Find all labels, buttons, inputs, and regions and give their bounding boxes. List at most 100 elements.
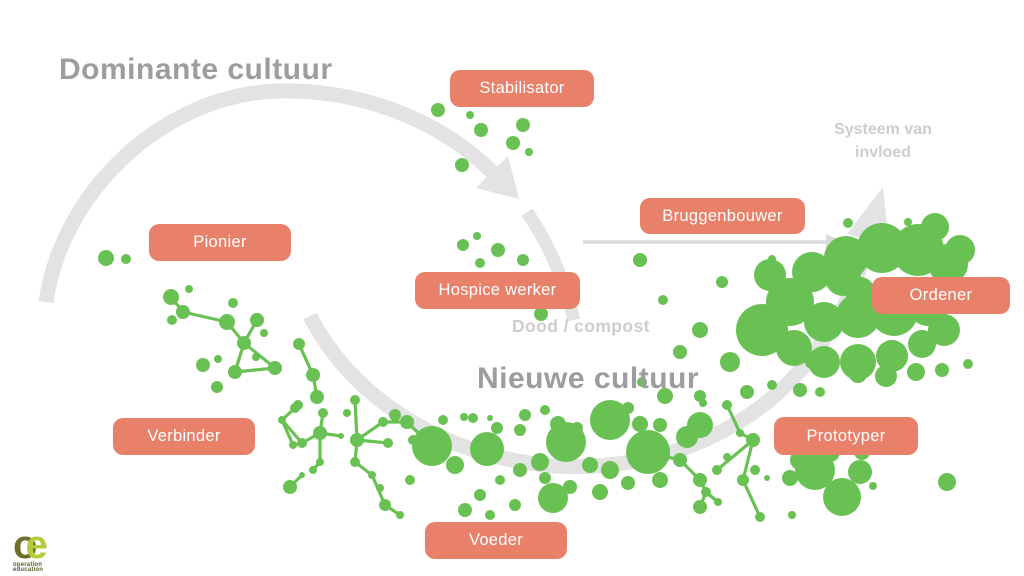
network-dot — [849, 365, 867, 383]
network-dot — [693, 500, 707, 514]
operation-education-logo: oe operation education — [13, 525, 48, 573]
network-dot — [473, 232, 481, 240]
network-dot — [290, 403, 300, 413]
network-dot — [293, 338, 305, 350]
network-dot — [460, 413, 468, 421]
network-dot — [550, 416, 566, 432]
network-dot — [803, 272, 823, 292]
network-dot — [98, 250, 114, 266]
network-dot — [525, 148, 533, 156]
network-dot — [378, 417, 388, 427]
role-pill-prototyper: Prototyper — [774, 417, 918, 455]
network-dot — [737, 474, 749, 486]
network-dot — [963, 359, 973, 369]
network-dot — [740, 385, 754, 399]
network-dot — [250, 313, 264, 327]
network-dot — [750, 465, 760, 475]
network-dot — [848, 460, 872, 484]
network-dot — [455, 158, 469, 172]
role-pill-pionier: Pionier — [149, 224, 291, 261]
logo-caption: operation education — [13, 562, 44, 573]
role-pill-label: Hospice werker — [438, 281, 557, 299]
network-dot — [621, 476, 635, 490]
network-dot — [945, 235, 975, 265]
role-pill-label: Prototyper — [806, 426, 886, 445]
network-dot — [379, 499, 391, 511]
network-dot — [338, 433, 344, 439]
network-dot — [804, 302, 844, 342]
network-dot — [176, 305, 190, 319]
dominant-culture-title: Dominante cultuur — [59, 53, 333, 86]
network-dot — [491, 422, 503, 434]
network-dot — [383, 438, 393, 448]
network-edge — [280, 418, 304, 445]
network-dot — [458, 503, 472, 517]
network-dot — [840, 344, 876, 380]
network-dot — [514, 424, 526, 436]
network-dot — [762, 320, 772, 330]
network-dot — [299, 472, 305, 478]
role-pill-label: Verbinder — [147, 427, 221, 445]
network-dot — [412, 426, 452, 466]
network-dot — [260, 329, 268, 337]
network-dot — [652, 472, 668, 488]
network-edge — [725, 404, 742, 434]
network-dot — [485, 510, 495, 520]
network-dot — [431, 103, 445, 117]
network-dot — [252, 353, 260, 361]
network-dot — [887, 233, 907, 253]
network-dot — [313, 426, 327, 440]
network-dot — [211, 381, 223, 393]
network-dot — [506, 136, 520, 150]
network-dot — [509, 499, 521, 511]
network-dot — [790, 450, 810, 470]
network-dot — [368, 471, 376, 479]
network-dot — [531, 453, 549, 471]
network-dot — [692, 322, 708, 338]
network-dot — [297, 438, 307, 448]
network-dots — [98, 103, 975, 522]
network-dot — [788, 511, 796, 519]
network-dot — [722, 400, 732, 410]
network-dot — [376, 484, 384, 492]
network-dot — [869, 482, 877, 490]
network-dot — [637, 377, 647, 387]
network-dot — [389, 409, 401, 421]
network-dot — [318, 408, 328, 418]
network-dot — [622, 402, 634, 414]
network-dot — [592, 484, 608, 500]
network-dot — [405, 475, 415, 485]
network-dot — [875, 365, 897, 387]
network-dot — [845, 260, 859, 274]
network-dot — [673, 345, 687, 359]
network-dot — [283, 480, 297, 494]
network-dot — [475, 258, 485, 268]
network-dot — [400, 415, 414, 429]
network-dot — [540, 405, 550, 415]
role-pill-ordener: Ordener — [872, 277, 1010, 314]
network-dot — [268, 361, 282, 375]
network-dot — [121, 254, 131, 264]
network-dot — [595, 408, 605, 418]
network-dot — [571, 422, 583, 434]
network-dot — [805, 358, 815, 368]
network-dot — [350, 395, 360, 405]
network-dot — [582, 457, 598, 473]
network-dot — [908, 330, 936, 358]
network-dot — [237, 336, 251, 350]
network-dot — [723, 453, 731, 461]
network-dot — [736, 429, 744, 437]
network-dot — [781, 280, 805, 304]
network-dot — [694, 390, 706, 402]
network-dot — [928, 314, 960, 346]
network-dot — [309, 466, 317, 474]
network-dot — [754, 309, 766, 321]
network-dot — [720, 352, 740, 372]
network-dot — [563, 480, 577, 494]
network-dot — [815, 387, 825, 397]
network-dot — [457, 239, 469, 251]
network-dot — [438, 415, 448, 425]
network-dot — [829, 366, 837, 374]
network-dot — [316, 458, 324, 466]
